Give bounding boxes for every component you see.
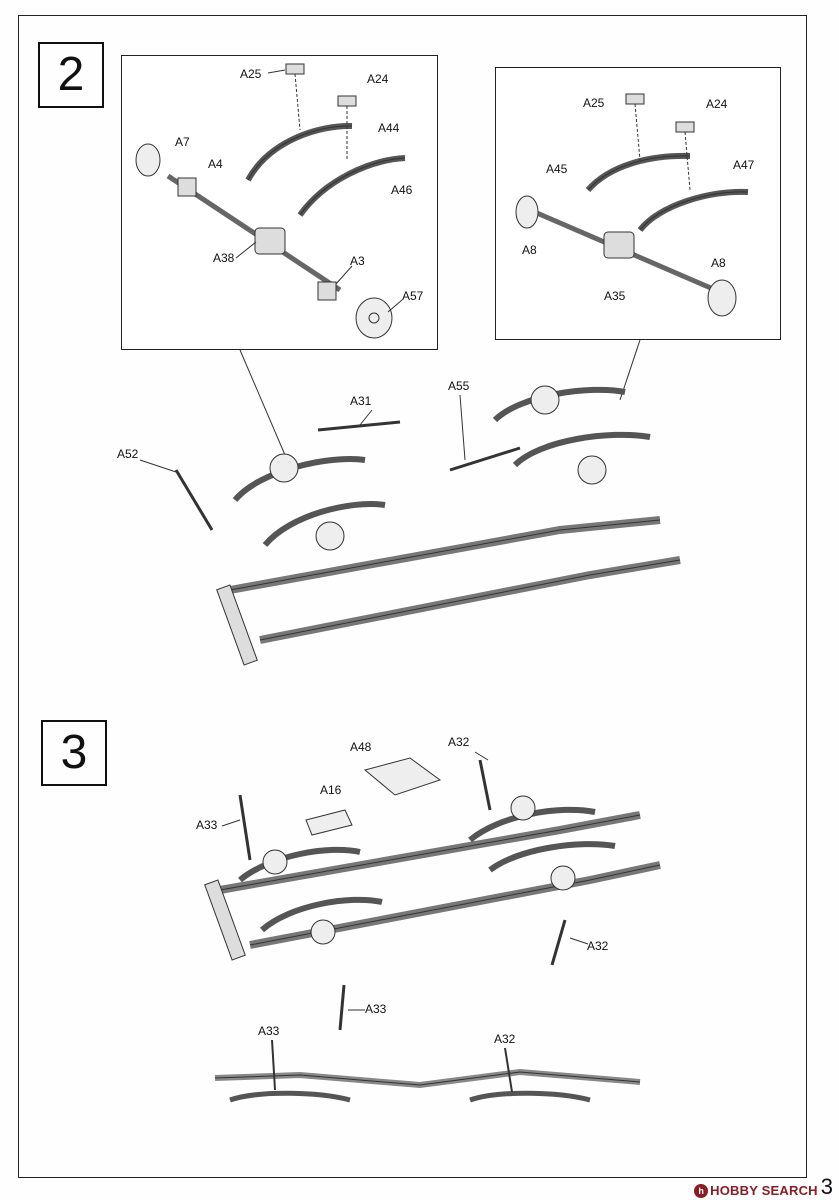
part-label-a35: A35 bbox=[604, 289, 626, 303]
part-label-a55: A55 bbox=[448, 379, 470, 393]
part-label-a16: A16 bbox=[320, 783, 342, 797]
part-label-a32: A32 bbox=[587, 939, 609, 953]
part-label-a57: A57 bbox=[402, 289, 424, 303]
part-label-a33: A33 bbox=[365, 1002, 387, 1016]
part-label-a47: A47 bbox=[733, 158, 755, 172]
part-label-a25: A25 bbox=[583, 96, 605, 110]
step-number-box: 2 bbox=[38, 42, 104, 108]
part-label-a48: A48 bbox=[350, 740, 372, 754]
part-label-a31: A31 bbox=[350, 394, 372, 408]
part-label-a33: A33 bbox=[196, 818, 218, 832]
part-label-a4: A4 bbox=[208, 157, 223, 171]
page-number: 3 bbox=[820, 1174, 833, 1199]
part-label-a3: A3 bbox=[350, 254, 365, 268]
part-label-a8: A8 bbox=[522, 243, 537, 257]
part-label-a7: A7 bbox=[175, 135, 190, 149]
part-label-a38: A38 bbox=[213, 251, 235, 265]
part-label-a52: A52 bbox=[117, 447, 139, 461]
step-number-box: 3 bbox=[41, 720, 107, 786]
part-label-a25: A25 bbox=[240, 67, 262, 81]
part-label-a44: A44 bbox=[378, 121, 400, 135]
part-label-a8: A8 bbox=[711, 256, 726, 270]
page-frame bbox=[18, 15, 807, 1178]
step-number: 2 bbox=[57, 48, 85, 101]
part-label-a24: A24 bbox=[706, 97, 728, 111]
step-number: 3 bbox=[60, 726, 88, 779]
part-label-a32: A32 bbox=[494, 1032, 516, 1046]
part-label-a32: A32 bbox=[448, 735, 470, 749]
part-label-a24: A24 bbox=[367, 72, 389, 86]
page-footer: h HOBBY SEARCH 3 bbox=[694, 1176, 833, 1198]
inset-front-axle bbox=[121, 55, 438, 350]
part-label-a33: A33 bbox=[258, 1024, 280, 1038]
hobby-search-logo-icon: h bbox=[694, 1184, 709, 1198]
watermark-text: HOBBY SEARCH bbox=[710, 1183, 818, 1198]
part-label-a45: A45 bbox=[546, 162, 568, 176]
part-label-a46: A46 bbox=[391, 183, 413, 197]
